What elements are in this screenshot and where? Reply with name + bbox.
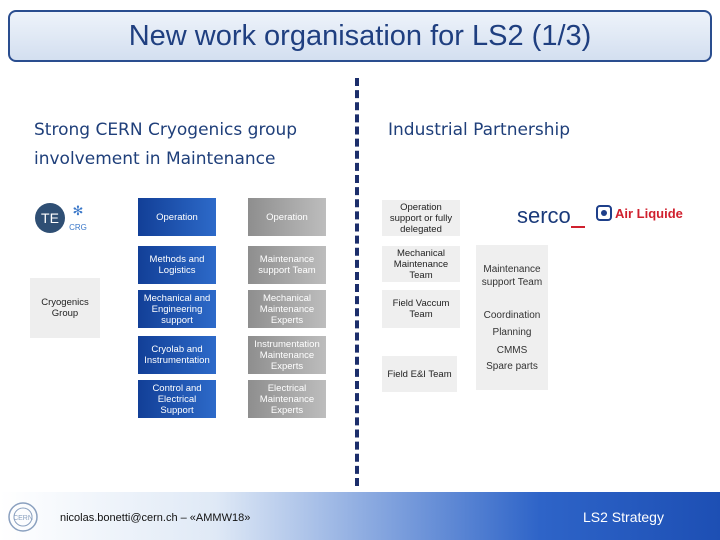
- spare-parts-label: Spare parts: [486, 361, 538, 372]
- air-liquide-mark-icon: [596, 205, 612, 221]
- slide-title: New work organisation for LS2 (1/3): [128, 19, 592, 52]
- cern-logo: CERN: [6, 500, 40, 539]
- footer-band: [0, 492, 720, 540]
- right-heading: Industrial Partnership: [388, 120, 571, 140]
- coordination-label: Coordination: [483, 310, 541, 321]
- air-liquide-logo-text: Air Liquide: [615, 205, 683, 221]
- blue-box-control-electrical: Control and Electrical Support: [138, 380, 216, 418]
- light-box-field-vaccum: Field Vaccum Team: [382, 290, 460, 328]
- footer-strategy-label: LS2 Strategy: [583, 509, 664, 525]
- maintenance-support-column: Maintenance support Team Coordination Pl…: [476, 245, 548, 390]
- light-box-mechanical-maintenance: Mechanical Maintenance Team: [382, 246, 460, 282]
- grey-box-maintenance-support: Maintenance support Team: [248, 246, 326, 284]
- air-liquide-logo: Air Liquide: [596, 205, 683, 221]
- grey-box-mechanical-experts: Mechanical Maintenance Experts: [248, 290, 326, 328]
- cryogenics-group-label: Cryogenics Group: [41, 297, 89, 319]
- light-box-operation-support: Operation support or fully delegated: [382, 200, 460, 236]
- cryogenics-group-box: Cryogenics Group: [30, 278, 100, 338]
- cern-logo-text: CERN: [13, 515, 33, 522]
- te-crg-logo: TE ✻ CRG: [34, 200, 96, 241]
- crg-logo-text: CRG: [69, 223, 87, 232]
- light-box-field-ei: Field E&I Team: [382, 356, 457, 392]
- slide-title-bar: New work organisation for LS2 (1/3): [8, 10, 712, 62]
- blue-box-methods-logistics: Methods and Logistics: [138, 246, 216, 284]
- grey-box-electrical-experts: Electrical Maintenance Experts: [248, 380, 326, 418]
- grey-box-operation: Operation: [248, 198, 326, 236]
- dashed-divider: [355, 78, 359, 486]
- blue-box-cryolab: Cryolab and Instrumentation: [138, 336, 216, 374]
- planning-label: Planning: [492, 327, 532, 338]
- footer-email: nicolas.bonetti@cern.ch – «AMMW18»: [60, 512, 251, 524]
- blue-box-mechanical-engineering: Mechanical and Engineering support: [138, 290, 216, 328]
- blue-box-operation: Operation: [138, 198, 216, 236]
- svg-text:✻: ✻: [73, 204, 84, 219]
- serco-logo-text: serco: [517, 203, 571, 228]
- grey-box-instrumentation-experts: Instrumentation Maintenance Experts: [248, 336, 326, 374]
- te-logo-text: TE: [41, 210, 59, 226]
- right-team-label: Maintenance support Team: [481, 264, 543, 288]
- serco-logo: serco: [517, 203, 585, 228]
- left-heading: Strong CERN Cryogenics group involvement…: [34, 120, 298, 169]
- cmms-label: CMMS: [496, 345, 528, 356]
